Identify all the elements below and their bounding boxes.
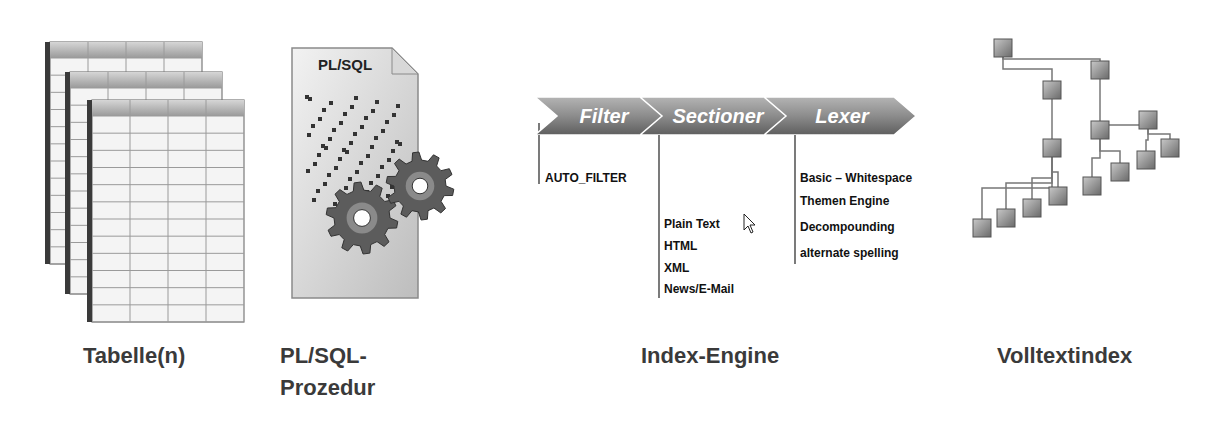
plsql-document-icon [292, 48, 454, 298]
lexer-option: Themen Engine [800, 194, 889, 208]
mouse-pointer [744, 214, 755, 233]
lexer-option: alternate spelling [800, 246, 899, 260]
filter-option: AUTO_FILTER [545, 171, 627, 185]
process-chevron: Sectioner [640, 97, 792, 135]
component-caption: Tabelle(n) [83, 340, 185, 372]
sectioner-option: News/E-Mail [664, 282, 734, 296]
component-caption: PL/SQL- Prozedur [280, 340, 410, 404]
stage-name: Lexer [815, 97, 868, 135]
component-caption: Volltextindex [997, 340, 1132, 372]
icon-text: PL/SQL [318, 56, 372, 73]
lexer-option: Basic – Whitespace [800, 171, 912, 185]
process-chevron: Lexer [764, 97, 916, 135]
table-icons [45, 42, 244, 322]
component-caption: Index-Engine [641, 340, 779, 372]
sectioner-option: XML [664, 261, 689, 275]
leader-lines [539, 123, 795, 298]
stage-name: Filter [580, 97, 629, 135]
tree-icon [973, 39, 1179, 237]
sectioner-option: Plain Text [664, 217, 720, 231]
lexer-option: Decompounding [800, 220, 895, 234]
sectioner-option: HTML [664, 239, 697, 253]
stage-name: Sectioner [672, 97, 763, 135]
